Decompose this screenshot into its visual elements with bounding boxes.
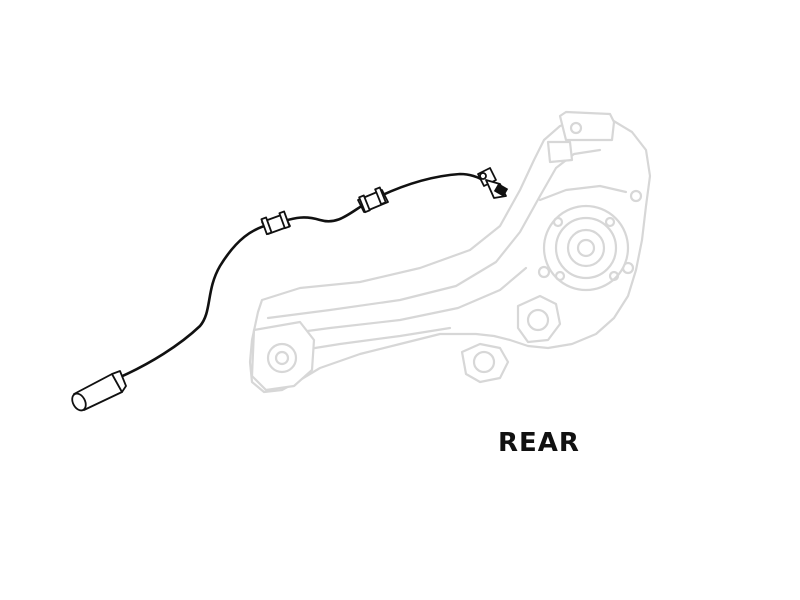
wheel-hub-icon (542, 204, 630, 292)
wheel-speed-sensor-cable-icon (71, 167, 509, 412)
rear-label: REAR (498, 428, 580, 458)
rear-trailing-arm-icon (248, 110, 652, 394)
